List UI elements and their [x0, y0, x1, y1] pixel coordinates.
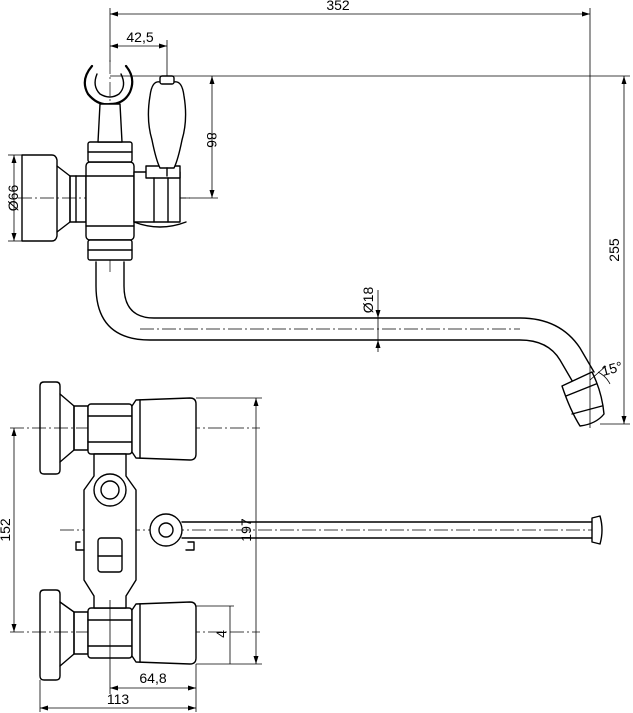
spout-aerator: [561, 371, 605, 427]
dim-66-arrow-t: [11, 155, 17, 163]
spindle-bottom: [133, 221, 187, 228]
dim-center-distance: 152: [0, 518, 13, 542]
dim-42-arrow-l: [110, 43, 118, 49]
mixer-body: [83, 453, 137, 609]
dim-113-arrow-r: [188, 705, 196, 711]
dim-66-arrow-b: [11, 233, 17, 241]
dim-255-arrow-b: [621, 416, 627, 424]
dim-body-height: 197: [238, 518, 254, 542]
dim-64-arrow-r: [188, 685, 196, 691]
dim-15-leader: [589, 365, 607, 381]
diverter-knob: [97, 537, 123, 573]
dim-spout-angle: 15°: [600, 358, 625, 379]
dim-overall-length: 352: [326, 0, 350, 13]
flange-nut: [69, 175, 87, 223]
dim-42-arrow-r: [159, 43, 167, 49]
dim-18-arrow-b: [375, 340, 381, 348]
dim-flange-to-handle: 113: [107, 691, 130, 707]
spout-connector-inner: [158, 522, 174, 538]
shower-holder-hook: [83, 64, 134, 106]
shower-holder-inner: [94, 73, 125, 98]
dim-spout-height: 255: [606, 238, 622, 262]
dim-86-arrow-t: [209, 76, 215, 84]
flange-cone: [56, 165, 71, 233]
dim-352-arrow-r: [582, 11, 590, 17]
dim-113-arrow-l: [40, 705, 48, 711]
upper-valve-body: [87, 403, 133, 455]
shower-holder-ring-inner: [100, 480, 120, 500]
upper-flange: [39, 381, 61, 475]
dim-197-arrow-t: [253, 398, 259, 406]
dim-handle-depth: 4: [213, 630, 229, 638]
dim-15-arc: [597, 371, 611, 385]
spout-connector: [149, 513, 183, 547]
side-view: 352 42,5 86 Ø66 Ø18 255: [5, 0, 630, 428]
dim-152-arrow-t: [11, 428, 17, 436]
upper-handle: [131, 397, 197, 461]
lower-handle: [131, 601, 197, 665]
lower-flange-nut: [73, 611, 89, 655]
valve-handle: [147, 81, 187, 169]
dim-64-arrow-l: [110, 685, 118, 691]
dim-handle-height: 86: [204, 132, 220, 148]
handle-cap: [159, 75, 175, 85]
shower-holder-ring: [93, 473, 127, 507]
front-spout-tip: [591, 515, 603, 545]
dim-86-arrow-b: [209, 190, 215, 198]
shower-holder-stem: [97, 103, 123, 143]
dim-255-arrow-t: [621, 76, 627, 84]
dim-352-arrow-l: [110, 11, 118, 17]
aerator-line: [565, 383, 597, 397]
dim-pipe-diameter: Ø18: [360, 287, 376, 314]
valve-body: [85, 161, 135, 241]
spout-bracket-right: [185, 541, 195, 551]
spout-pipe-inner: [123, 261, 595, 373]
lower-flange: [39, 589, 61, 681]
lower-flange-cone: [59, 601, 75, 667]
dim-197-arrow-b: [253, 656, 259, 664]
spout-bracket-left: [75, 541, 85, 551]
spout-pipe-outer: [95, 261, 575, 385]
dim-outlet-offset: 64,8: [139, 670, 166, 686]
dim-18-arrow-t: [375, 310, 381, 318]
aerator-line-2: [571, 405, 603, 415]
wall-flange: [21, 154, 58, 242]
front-view: 152 197 4 64,8 113: [0, 381, 604, 712]
spindle-housing: [133, 171, 181, 223]
dim-handle-offset: 42,5: [126, 29, 153, 45]
dim-flange-diameter: Ø66: [5, 185, 21, 212]
dim-152-arrow-b: [11, 624, 17, 632]
